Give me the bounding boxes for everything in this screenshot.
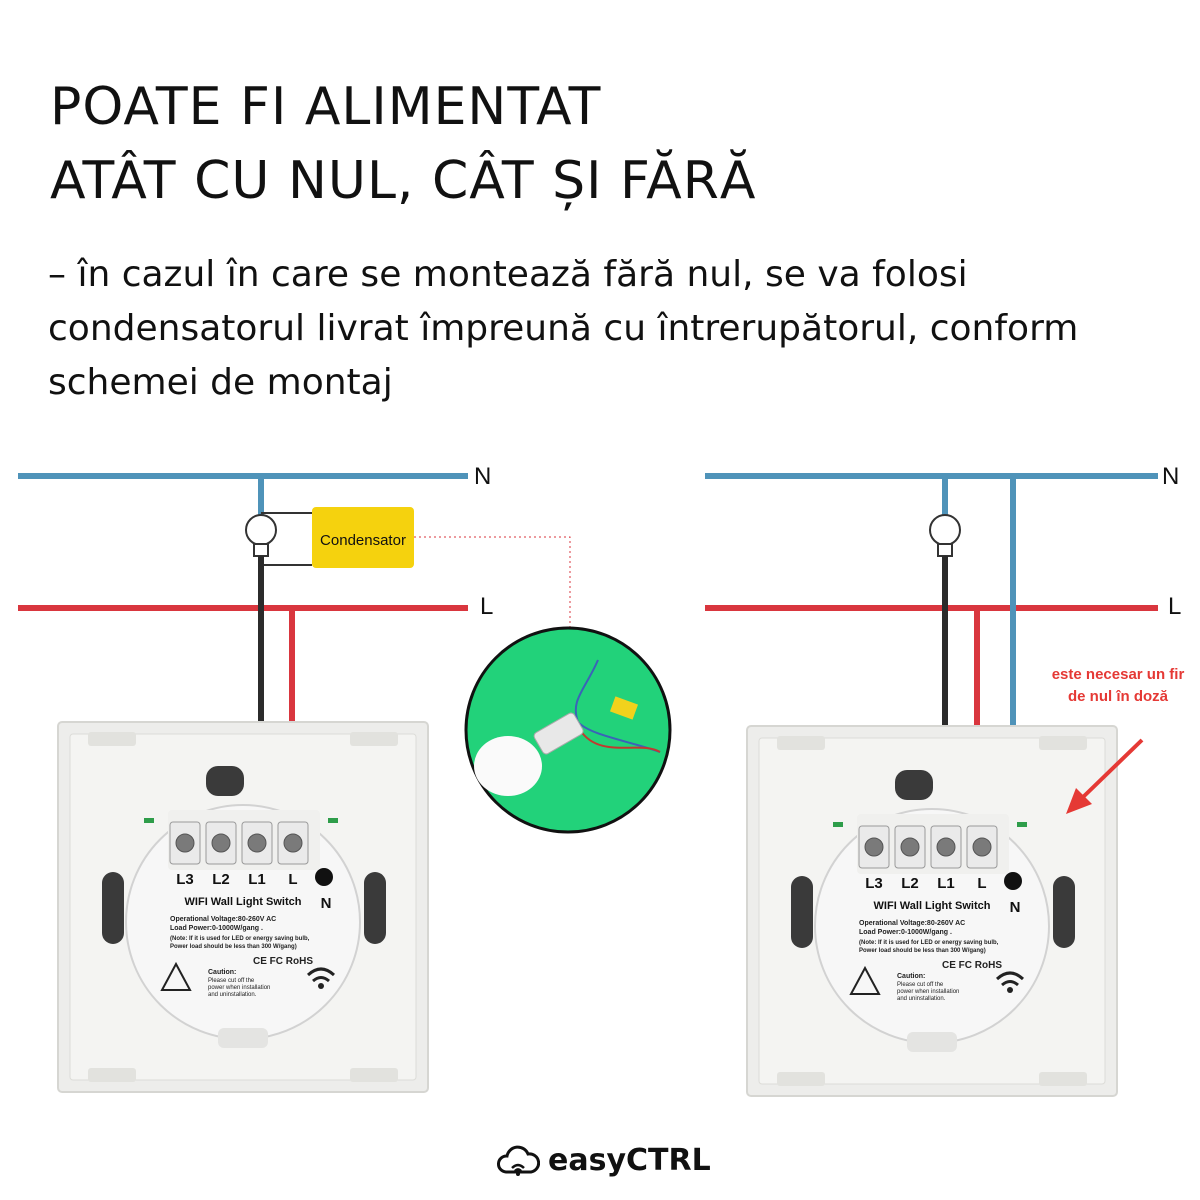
left-cert-marks: CE FC RoHS: [253, 956, 313, 967]
capacitor-branch-wire: [261, 512, 312, 566]
capacitor-photo-inset: [464, 626, 672, 834]
capacitor-pointer-line: [414, 536, 571, 636]
left-switch-module: L3 L2 L1 L N WIFI Wall Light Switch Oper…: [56, 720, 430, 1094]
red-arrow-icon: [1066, 738, 1144, 814]
right-terminal-l1: L1: [937, 875, 955, 892]
left-terminal-l: L: [288, 871, 297, 888]
capacitor-box: [312, 507, 414, 568]
left-live-label: L: [480, 593, 493, 620]
right-terminal-l3: L3: [865, 875, 883, 892]
right-terminal-l2: L2: [901, 875, 919, 892]
left-terminal-l3: L3: [176, 871, 194, 888]
right-caution-title: Caution:: [897, 973, 925, 980]
right-cert-marks: CE FC RoHS: [942, 960, 1002, 971]
cloud-wifi-icon: [497, 1145, 540, 1176]
brand-logo: easyCTRL: [496, 1136, 716, 1184]
right-caution-line-3: and uninstallation.: [897, 996, 946, 1002]
right-caution-line-1: Please cut off the: [897, 982, 944, 988]
right-switch-module: L3 L2 L1 L N WIFI Wall Light Switch Oper…: [745, 724, 1119, 1098]
left-caution-line-3: and uninstallation.: [208, 992, 257, 998]
right-terminal-l: L: [977, 875, 986, 892]
left-spec-line-2: Load Power:0-1000W/gang .: [170, 925, 263, 932]
left-caution-line-2: power when installation: [208, 985, 270, 991]
heading-subtitle: – în cazul în care se montează fără nul,…: [48, 254, 1079, 403]
neutral-note-line-2: de nul în doză: [1068, 688, 1169, 705]
right-neutral-label: N: [1162, 463, 1179, 490]
left-terminal-l1: L1: [248, 871, 266, 888]
right-live-label: L: [1168, 593, 1181, 620]
left-neutral-label: N: [474, 463, 491, 490]
left-terminal-n: N: [321, 895, 332, 912]
heading-title: POATE FI ALIMENTAT ATÂT CU NUL, CÂT ȘI F…: [50, 70, 756, 218]
neutral-note-line-1: este necesar un fir: [1052, 666, 1185, 683]
left-caution-line-1: Please cut off the: [208, 978, 255, 984]
right-terminal-n: N: [1010, 899, 1021, 916]
left-bulb-icon: [245, 514, 277, 557]
right-spec-line-3: (Note: If it is used for LED or energy s…: [859, 940, 999, 946]
left-spec-line-3: (Note: If it is used for LED or energy s…: [170, 936, 310, 942]
right-bulb-icon: [929, 514, 961, 557]
right-spec-line-2: Load Power:0-1000W/gang .: [859, 929, 952, 936]
right-spec-line-4: Power load should be less than 300 W/gan…: [859, 948, 986, 954]
brand-name: easyCTRL: [548, 1142, 711, 1178]
left-spec-line-4: Power load should be less than 300 W/gan…: [170, 944, 297, 950]
left-terminal-l2: L2: [212, 871, 230, 888]
right-product-name: WIFI Wall Light Switch: [874, 900, 991, 912]
heading-line-2: ATÂT CU NUL, CÂT ȘI FĂRĂ: [50, 151, 757, 211]
left-caution-title: Caution:: [208, 969, 236, 976]
right-spec-line-1: Operational Voltage:80-260V AC: [859, 920, 965, 927]
right-caution-line-2: power when installation: [897, 989, 959, 995]
left-product-name: WIFI Wall Light Switch: [185, 896, 302, 908]
left-spec-line-1: Operational Voltage:80-260V AC: [170, 916, 276, 923]
capacitor-label: Condensator: [320, 532, 406, 549]
heading-line-1: POATE FI ALIMENTAT: [50, 77, 602, 137]
